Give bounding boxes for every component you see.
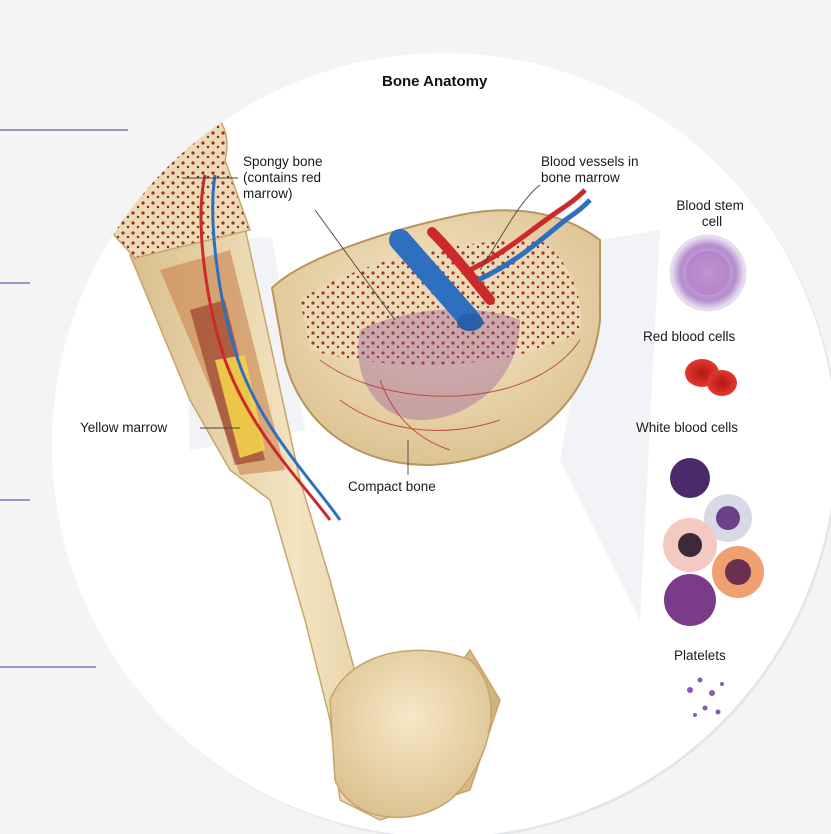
label-red-blood-cells: Red blood cells bbox=[643, 329, 736, 344]
label-yellow-marrow: Yellow marrow bbox=[80, 420, 168, 435]
label-white-blood-cells: White blood cells bbox=[636, 420, 738, 435]
blood-stem-cell bbox=[671, 236, 745, 310]
diagram-title: Bone Anatomy bbox=[382, 73, 488, 90]
label-platelets: Platelets bbox=[674, 648, 726, 663]
label-compact-bone: Compact bone bbox=[348, 479, 436, 494]
